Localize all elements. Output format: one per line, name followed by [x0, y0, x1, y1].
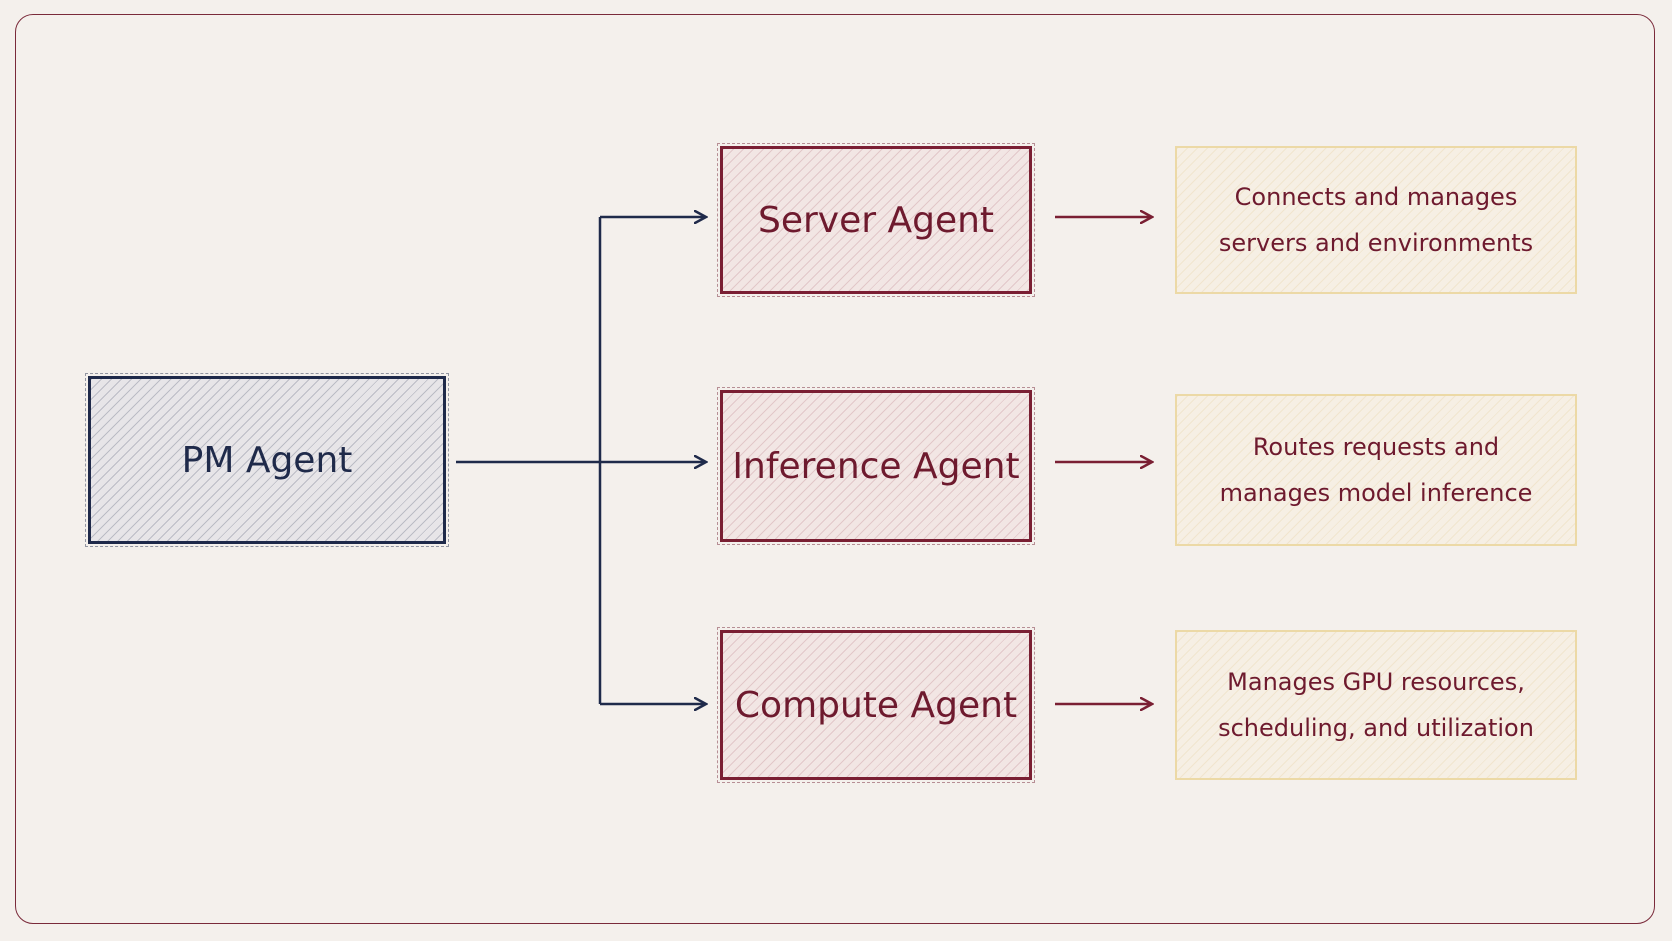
description-line: Manages GPU resources, — [1227, 668, 1525, 696]
compute-agent-description: Manages GPU resources, scheduling, and u… — [1175, 630, 1577, 780]
pm-agent-node: PM Agent — [85, 373, 449, 547]
description-line: scheduling, and utilization — [1218, 714, 1534, 742]
server-agent-label: Server Agent — [757, 199, 995, 241]
inference-agent-node: Inference Agent — [717, 387, 1035, 545]
description-line: manages model inference — [1219, 479, 1533, 507]
compute-agent-label: Compute Agent — [734, 684, 1018, 726]
description-line: Connects and manages — [1234, 183, 1518, 211]
server-agent-description: Connects and manages servers and environ… — [1175, 146, 1577, 294]
diagram-frame — [15, 14, 1655, 924]
inference-agent-description: Routes requests and manages model infere… — [1175, 394, 1577, 546]
inference-agent-label: Inference Agent — [732, 445, 1020, 487]
pm-agent-label: PM Agent — [181, 439, 353, 481]
description-line: servers and environments — [1218, 229, 1534, 257]
server-agent-node: Server Agent — [717, 143, 1035, 297]
description-line: Routes requests and — [1252, 433, 1500, 461]
compute-agent-node: Compute Agent — [717, 627, 1035, 783]
